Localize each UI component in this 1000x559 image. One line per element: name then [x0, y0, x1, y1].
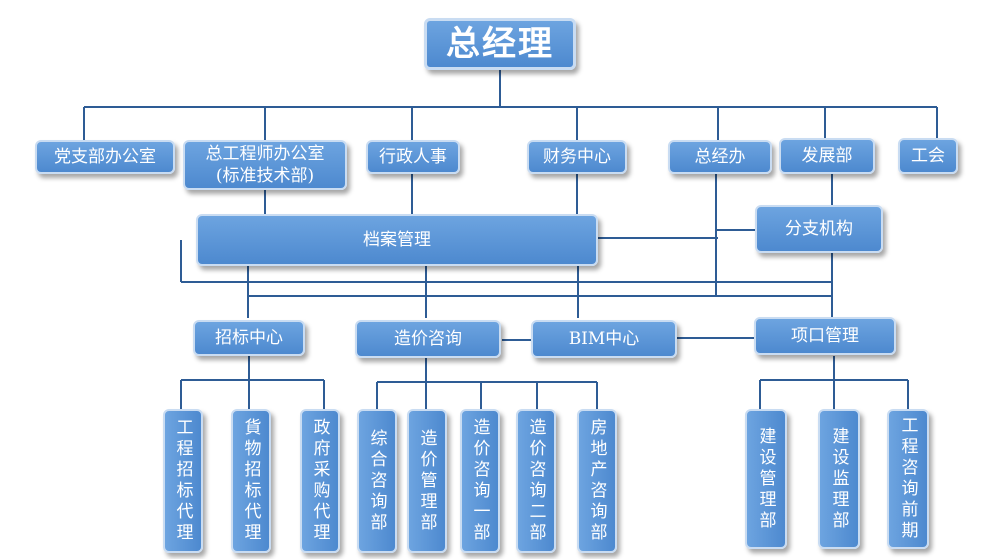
gov-procurement-agent-label: 政府采购代理: [309, 418, 330, 544]
general-manager-label: 总经理: [446, 24, 554, 64]
cost-consulting-box[interactable]: 造价咨询: [355, 320, 501, 358]
comprehensive-consulting-dept-label: 综合咨询部: [366, 428, 387, 534]
chief-engineer-office-label: 总工程师办公室 (标准技术部): [205, 144, 325, 186]
comprehensive-consulting-dept-box[interactable]: 综合咨询部: [357, 409, 397, 553]
branch-offices-label: 分支机构: [785, 219, 853, 239]
engineering-consulting-early-box[interactable]: 工程咨询前期: [887, 409, 929, 549]
archive-management-box[interactable]: 档案管理: [196, 214, 598, 266]
tender-center-box[interactable]: 招标中心: [193, 320, 305, 356]
cost-consulting-dept-2-label: 造价咨询二部: [525, 418, 546, 544]
engineering-tender-agent-label: 工程招标代理: [172, 418, 193, 544]
cost-consulting-dept-1-box[interactable]: 造价咨询一部: [460, 409, 500, 553]
engineering-consulting-early-label: 工程咨询前期: [897, 416, 918, 542]
archive-management-label: 档案管理: [363, 230, 431, 250]
admin-hr-label: 行政人事: [379, 147, 447, 167]
construction-supervision-dept-label: 建设监理部: [828, 426, 849, 532]
goods-tender-agent-label: 貨物招标代理: [240, 418, 261, 544]
party-office-label: 党支部办公室: [54, 147, 156, 167]
development-box[interactable]: 发展部: [779, 138, 875, 174]
gov-procurement-agent-box[interactable]: 政府采购代理: [300, 409, 340, 553]
cost-consulting-label: 造价咨询: [394, 329, 462, 349]
cost-management-dept-label: 造价管理部: [416, 428, 437, 534]
cost-consulting-dept-1-label: 造价咨询一部: [469, 418, 490, 544]
party-office-box[interactable]: 党支部办公室: [35, 140, 175, 174]
bim-center-box[interactable]: BIM中心: [531, 320, 677, 358]
project-management-box[interactable]: 项口管理: [754, 317, 896, 355]
union-box[interactable]: 工会: [898, 138, 958, 174]
development-label: 发展部: [801, 146, 853, 166]
general-manager-box[interactable]: 总经理: [424, 18, 576, 70]
construction-management-dept-label: 建设管理部: [755, 426, 776, 532]
real-estate-consulting-dept-label: 房地产咨询部: [586, 418, 607, 544]
finance-center-label: 财务中心: [543, 147, 611, 167]
chief-engineer-office-box[interactable]: 总工程师办公室 (标准技术部): [183, 140, 347, 190]
tender-center-label: 招标中心: [215, 328, 283, 348]
construction-supervision-dept-box[interactable]: 建设监理部: [818, 409, 860, 549]
bim-center-label: BIM中心: [568, 329, 640, 349]
goods-tender-agent-box[interactable]: 貨物招标代理: [231, 409, 271, 553]
branch-offices-box[interactable]: 分支机构: [755, 205, 883, 253]
project-management-label: 项口管理: [791, 326, 859, 346]
union-label: 工会: [911, 146, 945, 166]
gm-office-label: 总经办: [694, 147, 746, 167]
admin-hr-box[interactable]: 行政人事: [366, 140, 460, 174]
real-estate-consulting-dept-box[interactable]: 房地产咨询部: [577, 409, 617, 553]
engineering-tender-agent-box[interactable]: 工程招标代理: [163, 409, 203, 553]
cost-consulting-dept-2-box[interactable]: 造价咨询二部: [516, 409, 556, 553]
gm-office-box[interactable]: 总经办: [668, 140, 772, 174]
cost-management-dept-box[interactable]: 造价管理部: [407, 409, 447, 553]
construction-management-dept-box[interactable]: 建设管理部: [745, 409, 787, 549]
finance-center-box[interactable]: 财务中心: [527, 140, 627, 174]
